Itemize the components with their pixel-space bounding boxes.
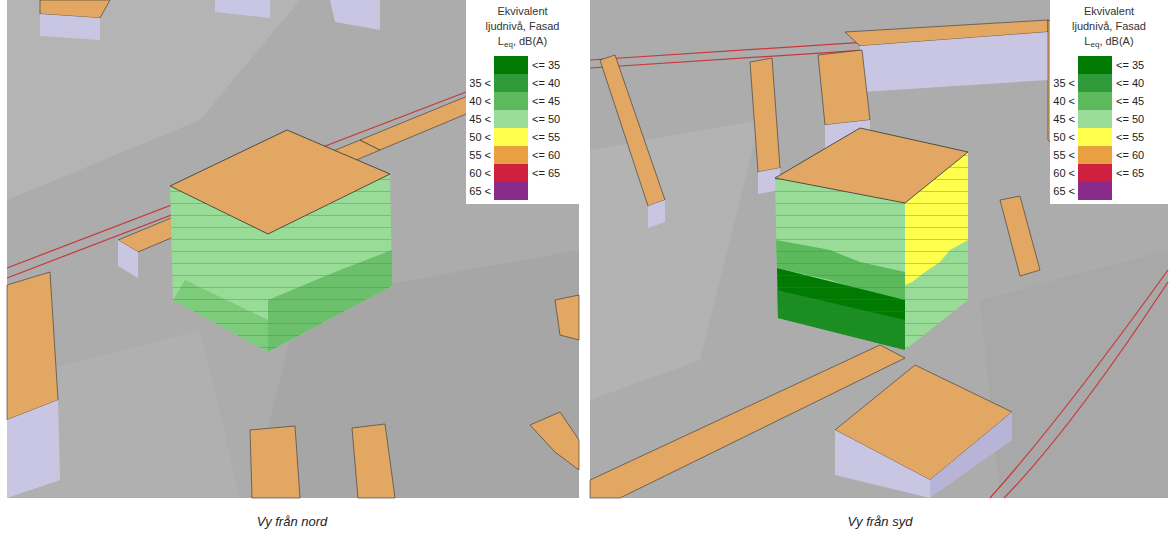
legend-swatch — [494, 92, 528, 110]
legend-text: <= 60 — [1116, 149, 1144, 162]
legend-range-start: 40 < — [1053, 95, 1075, 108]
view-caption: Vy från syd — [848, 514, 913, 529]
legend-swatch — [1078, 128, 1112, 146]
building-roof — [170, 130, 390, 234]
legend-swatch — [494, 56, 528, 74]
legend-swatch — [1078, 92, 1112, 110]
legend-range-start: 45 < — [1053, 113, 1075, 126]
view-caption: Vy från nord — [257, 514, 328, 529]
legend-text: <= 35 — [532, 59, 560, 72]
building-roof — [352, 424, 395, 498]
floor-lines — [775, 178, 905, 350]
ground — [590, 0, 1168, 498]
legend-unit-subscript: eq — [1090, 40, 1099, 49]
legend-swatch — [1078, 164, 1112, 182]
legend-unit: L — [1084, 35, 1090, 47]
legend-swatch — [494, 128, 528, 146]
legend-unit: , dB(A) — [513, 35, 547, 47]
building-roof — [530, 412, 579, 470]
legend-range-start: 50 < — [1053, 131, 1075, 144]
legend-unit-line: Leq, dB(A) — [1050, 34, 1168, 48]
building-roof — [818, 50, 870, 125]
building-wall — [648, 200, 665, 228]
legend-text: <= 50 — [532, 113, 560, 126]
legend-range-start: 55 < — [469, 149, 491, 162]
legend-text: <= 40 — [532, 77, 560, 90]
building-wall — [40, 14, 100, 40]
legend-range-start: 45 < — [469, 113, 491, 126]
legend-unit: , dB(A) — [1099, 35, 1133, 47]
building-wall — [330, 0, 380, 30]
legend-text: 65 < — [1053, 185, 1075, 198]
legend-text: <= 65 — [532, 167, 560, 180]
legend-range-start: 50 < — [469, 131, 491, 144]
legend-title: Ekvivalent — [1050, 4, 1168, 18]
building-roof — [750, 58, 780, 172]
building-wall — [860, 32, 1048, 92]
building-roof — [600, 55, 665, 206]
building-wall — [930, 412, 1012, 498]
legend-text: <= 50 — [1116, 113, 1144, 126]
legend-swatch — [494, 110, 528, 128]
road-line — [1004, 282, 1168, 498]
legend-unit-line: Leq, dB(A) — [466, 34, 579, 48]
legend-range-start: 40 < — [469, 95, 491, 108]
legend-swatch — [494, 182, 528, 200]
legend-text: <= 65 — [1116, 167, 1144, 180]
road-line — [990, 270, 1168, 498]
legend-text: <= 40 — [1116, 77, 1144, 90]
building-roof — [1000, 196, 1040, 276]
legend-swatch — [494, 74, 528, 92]
building-roof — [360, 95, 490, 150]
ground — [7, 0, 579, 498]
legend-unit: L — [498, 35, 504, 47]
building-wall — [835, 430, 930, 498]
legend-swatch — [494, 164, 528, 182]
legend-title: ljudnivå, Fasad — [466, 19, 579, 33]
building-roof — [7, 272, 58, 420]
legend-text: <= 55 — [532, 131, 560, 144]
legend-range-start: 35 < — [469, 77, 491, 90]
legend-swatch — [1078, 182, 1112, 200]
building-roof — [555, 295, 579, 340]
legend-range-start: 60 < — [469, 167, 491, 180]
legend-swatch — [1078, 146, 1112, 164]
legend-text: <= 60 — [532, 149, 560, 162]
legend-swatch — [494, 146, 528, 164]
legend-text: <= 45 — [532, 95, 560, 108]
legend-swatch — [1078, 56, 1112, 74]
legend-range-start: 55 < — [1053, 149, 1075, 162]
legend-text: <= 55 — [1116, 131, 1144, 144]
building-wall — [215, 0, 270, 18]
legend-text: <= 35 — [1116, 59, 1144, 72]
legend-unit-subscript: eq — [504, 40, 513, 49]
legend-text: <= 45 — [1116, 95, 1144, 108]
building-roof — [250, 426, 300, 498]
legend-range-start: 35 < — [1053, 77, 1075, 90]
ground-facet — [980, 250, 1168, 498]
ground-facet — [590, 120, 760, 400]
legend-range-start: 60 < — [1053, 167, 1075, 180]
legend-title: ljudnivå, Fasad — [1050, 19, 1168, 33]
legend-title: Ekvivalent — [466, 4, 579, 18]
building-wall — [7, 400, 60, 498]
legend-swatch — [1078, 74, 1112, 92]
legend-text: 65 < — [469, 185, 491, 198]
building-roof — [775, 128, 968, 203]
building-wall — [118, 240, 138, 278]
facade-south-west — [775, 178, 905, 350]
legend-swatch — [1078, 110, 1112, 128]
